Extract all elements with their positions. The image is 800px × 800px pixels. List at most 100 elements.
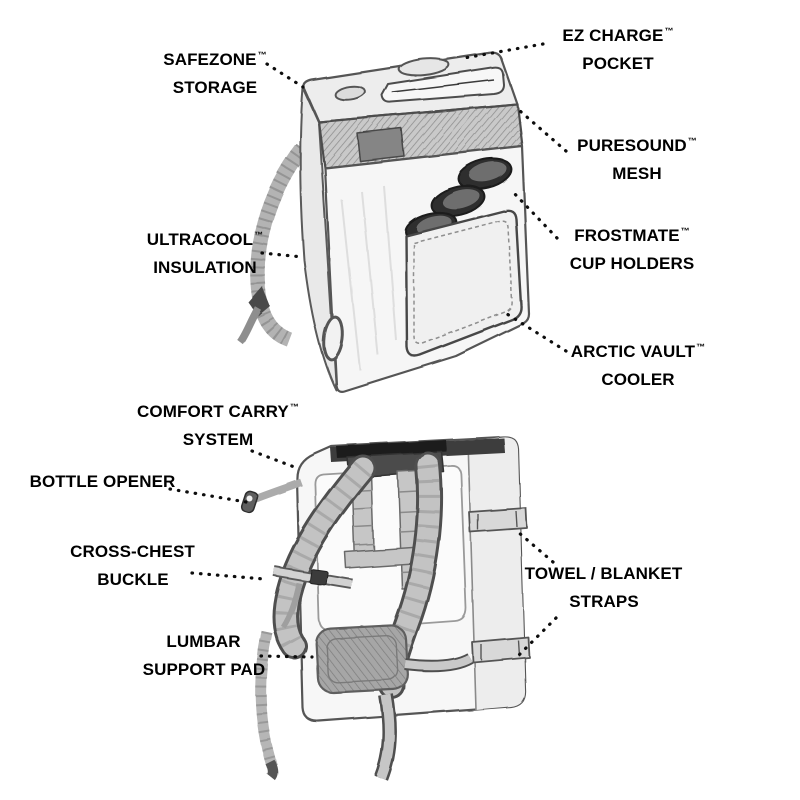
shade-line xyxy=(341,199,361,371)
lumbar-pad-stitch xyxy=(325,635,399,683)
cooler-pocket-panel xyxy=(404,209,523,358)
label-line2: STRAPS xyxy=(569,592,639,611)
label-line1: LUMBAR xyxy=(143,628,266,656)
strap-tail xyxy=(237,306,262,345)
label-line1: ULTRACOOL™ xyxy=(147,226,263,254)
lumbar-support-pad xyxy=(315,624,409,694)
label-line2: STORAGE xyxy=(172,78,258,97)
leader-lines xyxy=(168,42,568,660)
tm-mark: ™ xyxy=(680,226,690,236)
opener-strap xyxy=(250,478,303,504)
strap-left-texture xyxy=(275,461,372,652)
label-line2: BUCKLE xyxy=(97,570,169,589)
towel-strap-upper xyxy=(468,507,528,533)
label-line2: SUPPORT PAD xyxy=(142,660,266,679)
label-line1: CROSS-CHEST xyxy=(70,538,196,566)
lid-safezone-storage xyxy=(302,51,519,124)
hanging-strap-left xyxy=(255,630,278,781)
backpack-back-illustration xyxy=(240,435,530,781)
leader-bottle-opener xyxy=(168,487,248,504)
lower-webbing xyxy=(404,652,474,672)
opener-hole xyxy=(246,495,252,501)
opener-body xyxy=(240,490,259,514)
backpack-front-illustration xyxy=(237,51,531,393)
strap-texture xyxy=(249,143,308,348)
label-text: SAFEZONE xyxy=(163,50,257,69)
strap-tip xyxy=(265,759,278,781)
label-text: LUMBAR xyxy=(166,632,241,651)
label-line1: BOTTLE OPENER xyxy=(30,468,177,496)
leader-frostmate-cup-holders xyxy=(510,189,559,240)
label-safezone-storage: SAFEZONE™ STORAGE xyxy=(163,46,266,102)
label-text: CROSS-CHEST xyxy=(70,542,195,561)
strap-band xyxy=(376,694,395,780)
towel-blanket-straps xyxy=(468,507,530,663)
label-line1: PURESOUND™ xyxy=(577,132,697,160)
puresound-mesh-band xyxy=(317,102,524,170)
label-line2: CUP HOLDERS xyxy=(569,254,695,273)
label-ez-charge-pocket: EZ CHARGE™ POCKET xyxy=(562,22,673,78)
label-line2: COOLER xyxy=(601,370,675,389)
label-line1: EZ CHARGE™ xyxy=(562,22,673,50)
towel-strap-lower xyxy=(471,636,530,663)
leader-lumbar-support-pad xyxy=(259,654,314,659)
strap-loop xyxy=(248,286,270,316)
label-text: PURESOUND xyxy=(577,136,687,155)
side-handle xyxy=(322,315,344,361)
cooler-pocket-zipper xyxy=(413,219,513,345)
tm-mark: ™ xyxy=(289,402,299,412)
leader-arctic-vault-cooler xyxy=(505,312,568,353)
leader-towel-straps-lower xyxy=(514,616,558,660)
tm-mark: ™ xyxy=(696,342,706,352)
label-lumbar-support-pad: LUMBAR SUPPORT PAD xyxy=(143,628,266,684)
mesh-pocket xyxy=(356,127,405,162)
cup-holder-inner xyxy=(469,162,507,182)
label-line1: ARCTIC VAULT™ xyxy=(571,338,705,366)
leader-safezone-storage xyxy=(265,62,305,89)
label-text: TOWEL / BLANKET xyxy=(524,564,683,583)
label-text: EZ CHARGE xyxy=(562,26,664,45)
harness-yoke xyxy=(344,451,445,590)
label-comfort-carry-system: COMFORT CARRY™ SYSTEM xyxy=(137,398,299,454)
label-text: COMFORT CARRY xyxy=(137,402,289,421)
label-cross-chest-buckle: CROSS-CHEST BUCKLE xyxy=(70,538,196,594)
tm-mark: ™ xyxy=(664,26,674,36)
leader-puresound-mesh xyxy=(518,109,568,153)
label-text: FROSTMATE xyxy=(574,226,680,245)
label-line2: POCKET xyxy=(582,54,654,73)
hanging-strap-center xyxy=(373,693,397,781)
label-text: ARCTIC VAULT xyxy=(570,342,696,361)
leader-comfort-carry-system xyxy=(250,449,299,470)
label-puresound-mesh: PURESOUND™ MESH xyxy=(577,132,697,188)
chest-strap-tail xyxy=(280,582,302,629)
label-line1: TOWEL / BLANKET xyxy=(525,560,684,588)
strap-band xyxy=(255,630,278,768)
tm-mark: ™ xyxy=(257,50,267,60)
label-line1: COMFORT CARRY™ xyxy=(137,398,299,426)
side-face-left xyxy=(299,87,337,391)
leader-ez-charge-pocket xyxy=(462,42,545,60)
side-seam xyxy=(467,440,477,711)
arctic-vault-cooler-pocket xyxy=(404,209,523,358)
strap-stitch xyxy=(515,510,518,528)
leader-towel-straps-upper xyxy=(516,530,555,564)
lid-oval xyxy=(398,57,450,77)
ez-charge-pocket xyxy=(381,66,505,104)
label-line2: MESH xyxy=(612,164,662,183)
zipper-line xyxy=(391,79,495,93)
tm-mark: ™ xyxy=(254,230,264,240)
label-arctic-vault-cooler: ARCTIC VAULT™ COOLER xyxy=(571,338,705,394)
cross-chest-strap xyxy=(273,565,353,629)
label-line2: INSULATION xyxy=(153,258,257,277)
label-line1: FROSTMATE™ xyxy=(570,222,695,250)
body-shading-lines xyxy=(341,185,397,371)
label-line1: SAFEZONE™ xyxy=(163,46,266,74)
bottle-opener xyxy=(240,478,303,514)
webbing xyxy=(404,654,473,670)
chest-buckle xyxy=(308,568,329,586)
tm-mark: ™ xyxy=(687,136,697,146)
cup-holder-inner xyxy=(442,189,480,209)
side-face-right xyxy=(468,436,526,710)
